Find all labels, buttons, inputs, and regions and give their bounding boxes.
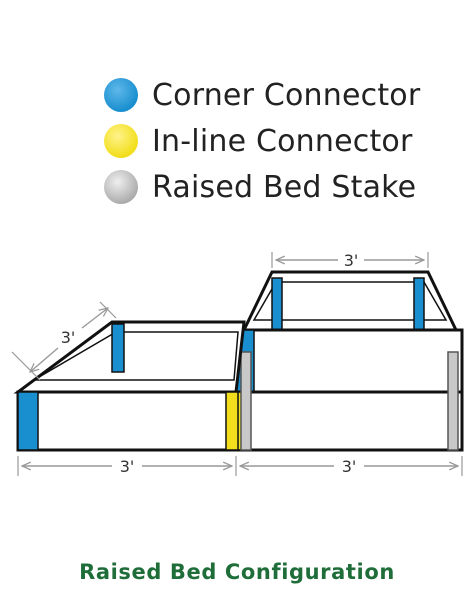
upper-bed: [234, 270, 464, 394]
dimension-label-bottom-right: 3': [342, 457, 357, 476]
legend-item-corner-connector: Corner Connector: [104, 72, 420, 118]
lower-right-bed-front-face: [234, 390, 464, 452]
lower-left-bed-inner-rim: [31, 331, 239, 381]
lower-left-corner-connector-front: [17, 391, 39, 451]
dimension-left-depth: 3': [11, 301, 117, 381]
corner-connector-icon: [104, 78, 138, 112]
inline-connector-icon: [104, 124, 138, 158]
lower-right-bed: [231, 351, 464, 452]
dimension-label-left-depth: 3': [61, 328, 76, 347]
raised-bed-stake-right: [447, 351, 459, 451]
diagram-caption: Raised Bed Configuration: [79, 560, 395, 584]
legend-item-raised-bed-stake: Raised Bed Stake: [104, 164, 420, 210]
lower-left-bed: [13, 320, 246, 452]
stake-icon: [104, 170, 138, 204]
raised-bed-stake-left: [240, 351, 252, 451]
legend-label-inline: In-line Connector: [152, 123, 413, 159]
dimension-label-upper: 3': [344, 251, 359, 270]
legend-label-stake: Raised Bed Stake: [152, 169, 417, 205]
dimension-label-bottom-left: 3': [120, 457, 135, 476]
upper-bed-inner-rim: [252, 281, 448, 321]
inline-connector-middle: [225, 391, 239, 451]
upper-corner-connector-left: [271, 277, 283, 331]
lower-left-bed-front-face: [16, 390, 238, 452]
legend-label-corner: Corner Connector: [152, 77, 421, 113]
dimension-upper-width: 3': [271, 251, 429, 270]
upper-corner-connector-right: [413, 277, 425, 331]
lower-left-corner-connector-back: [111, 323, 125, 373]
legend-item-inline-connector: In-line Connector: [104, 118, 420, 164]
dimension-bottom-left-width: 3': [17, 456, 237, 476]
dimension-bottom-right-width: 3': [240, 456, 463, 476]
legend: Corner Connector In-line Connector Raise…: [104, 72, 420, 210]
upper-bed-front-face: [234, 328, 464, 394]
